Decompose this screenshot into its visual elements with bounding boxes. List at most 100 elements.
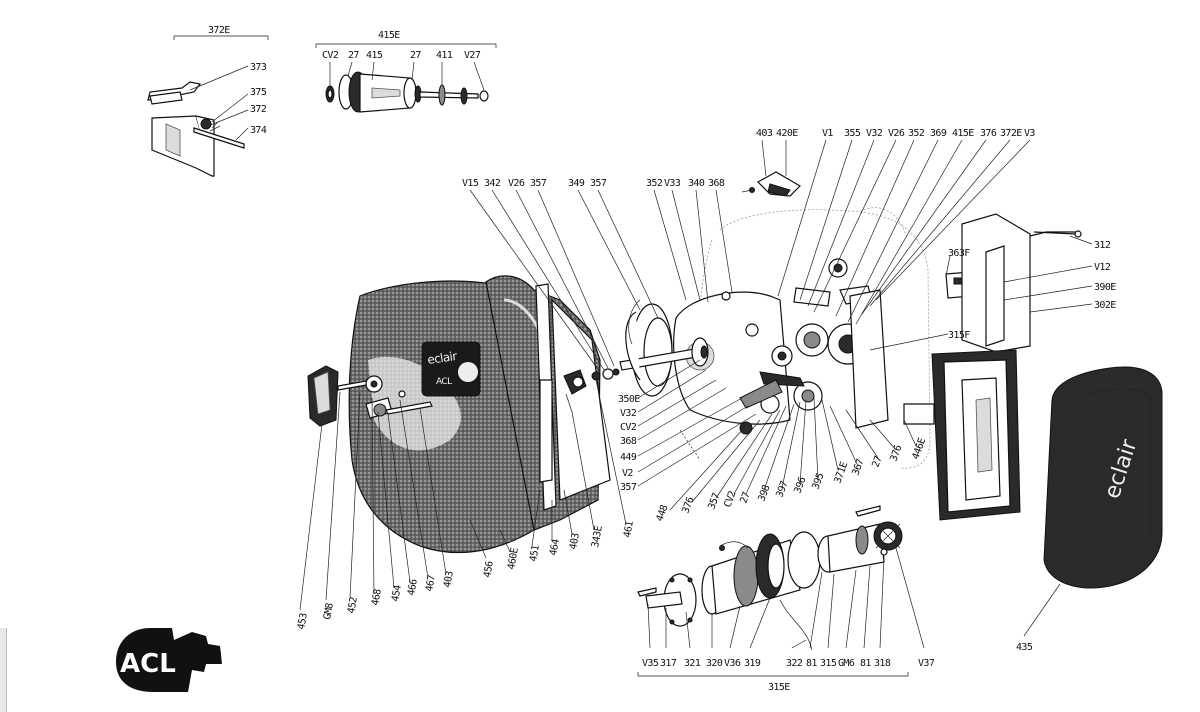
label-451: 451 bbox=[528, 544, 542, 562]
label-390E: 390E bbox=[1094, 282, 1116, 293]
group-415E-top: 415E CV2 27 415 27 411 V27 bbox=[315, 30, 497, 113]
label-350E: 350E bbox=[618, 394, 640, 405]
label-376-a: 376 bbox=[980, 128, 997, 139]
label-456: 456 bbox=[482, 560, 496, 578]
acl-logo-text: ACL bbox=[120, 649, 176, 679]
label-355: 355 bbox=[844, 128, 861, 139]
label-466: 466 bbox=[406, 578, 420, 596]
window-edge-strip bbox=[0, 628, 7, 712]
label-302E: 302E bbox=[1094, 300, 1116, 311]
label-357-c: 357 bbox=[620, 482, 637, 493]
label-357-a: 357 bbox=[530, 178, 547, 189]
label-81-b: 81 bbox=[860, 658, 871, 669]
label-449: 449 bbox=[620, 452, 637, 463]
label-V2: V2 bbox=[622, 468, 633, 479]
label-V1: V1 bbox=[822, 128, 833, 139]
label-415E-right: 415E bbox=[952, 128, 974, 139]
label-V35: V35 bbox=[642, 658, 659, 669]
label-322: 322 bbox=[786, 658, 803, 669]
label-GM6: GM6 bbox=[838, 658, 855, 669]
label-464: 464 bbox=[548, 538, 562, 556]
label-363F: 363F bbox=[948, 248, 970, 259]
label-V12: V12 bbox=[1094, 262, 1111, 273]
label-452: 452 bbox=[346, 596, 360, 614]
label-CV2-c: CV2 bbox=[722, 489, 738, 509]
part-451-464-frame bbox=[535, 283, 611, 511]
label-CV2-b: CV2 bbox=[620, 422, 637, 433]
label-460E: 460E bbox=[506, 547, 521, 571]
label-357-d: 357 bbox=[706, 491, 722, 511]
label-372: 372 bbox=[250, 104, 267, 115]
label-V36: V36 bbox=[724, 658, 741, 669]
group-label-415E: 415E bbox=[378, 30, 400, 41]
label-V26-b: V26 bbox=[888, 128, 905, 139]
label-461: 461 bbox=[622, 520, 636, 538]
label-V26-a: V26 bbox=[508, 178, 525, 189]
label-375: 375 bbox=[250, 87, 267, 98]
label-454: 454 bbox=[390, 584, 404, 602]
label-403-top: 403 bbox=[756, 128, 773, 139]
label-372E-right: 372E bbox=[1000, 128, 1022, 139]
label-352-a: 352 bbox=[646, 178, 663, 189]
label-357-b: 357 bbox=[590, 178, 607, 189]
label-V15: V15 bbox=[462, 178, 479, 189]
label-467: 467 bbox=[424, 574, 438, 592]
label-V32-b: V32 bbox=[620, 408, 637, 419]
label-V32-a: V32 bbox=[866, 128, 883, 139]
label-398: 398 bbox=[756, 483, 772, 503]
part-435-handle: eclair bbox=[1043, 366, 1163, 589]
label-343E: 343E bbox=[590, 525, 605, 549]
part-343E-knob bbox=[563, 368, 620, 413]
label-352-b: 352 bbox=[908, 128, 925, 139]
label-V3: V3 bbox=[1024, 128, 1035, 139]
label-315: 315 bbox=[820, 658, 837, 669]
label-CV2-top: CV2 bbox=[322, 50, 339, 61]
leader-lines bbox=[299, 139, 1093, 649]
label-V27: V27 bbox=[464, 50, 481, 61]
label-448: 448 bbox=[654, 503, 670, 523]
label-411: 411 bbox=[436, 50, 453, 61]
label-349: 349 bbox=[568, 178, 585, 189]
label-340: 340 bbox=[688, 178, 705, 189]
cover-badge-brand: eclair bbox=[426, 349, 458, 367]
label-435: 435 bbox=[1016, 642, 1033, 653]
label-453: 453 bbox=[296, 612, 310, 630]
label-312: 312 bbox=[1094, 240, 1111, 251]
label-27-top-b: 27 bbox=[410, 50, 421, 61]
label-318: 318 bbox=[874, 658, 891, 669]
label-V37: V37 bbox=[918, 658, 935, 669]
part-315F-magazine bbox=[903, 349, 1021, 521]
group-315E-bottom: 315E bbox=[637, 505, 909, 693]
label-369: 369 bbox=[930, 128, 947, 139]
label-373: 373 bbox=[250, 62, 267, 73]
label-321: 321 bbox=[684, 658, 701, 669]
label-403-b: 403 bbox=[568, 532, 582, 550]
label-27-d: 27 bbox=[870, 455, 884, 469]
label-371E: 371E bbox=[832, 460, 850, 485]
label-GM8: GM8 bbox=[322, 602, 336, 620]
label-376-c: 376 bbox=[888, 443, 904, 463]
label-368-b: 368 bbox=[620, 436, 637, 447]
label-320: 320 bbox=[706, 658, 723, 669]
label-27-top-a: 27 bbox=[348, 50, 359, 61]
label-317: 317 bbox=[660, 658, 677, 669]
part-349-flywheel bbox=[619, 299, 709, 397]
label-468: 468 bbox=[370, 588, 384, 606]
label-27-c: 27 bbox=[738, 491, 752, 505]
acl-logo: ACL bbox=[116, 628, 222, 692]
group-372E: 372E 373 375 372 374 bbox=[147, 25, 269, 177]
label-374: 374 bbox=[250, 125, 267, 136]
label-397: 397 bbox=[774, 479, 790, 499]
label-319: 319 bbox=[744, 658, 761, 669]
label-420E: 420E bbox=[776, 128, 798, 139]
label-342: 342 bbox=[484, 178, 501, 189]
label-367: 367 bbox=[850, 457, 866, 477]
label-81-a: 81 bbox=[806, 658, 817, 669]
label-368-a: 368 bbox=[708, 178, 725, 189]
label-396: 396 bbox=[792, 475, 808, 495]
label-376-b: 376 bbox=[680, 495, 696, 515]
cover-badge-model: ACL bbox=[436, 377, 452, 387]
label-403-c: 403 bbox=[442, 570, 456, 588]
part-302E-panel bbox=[961, 213, 1082, 353]
